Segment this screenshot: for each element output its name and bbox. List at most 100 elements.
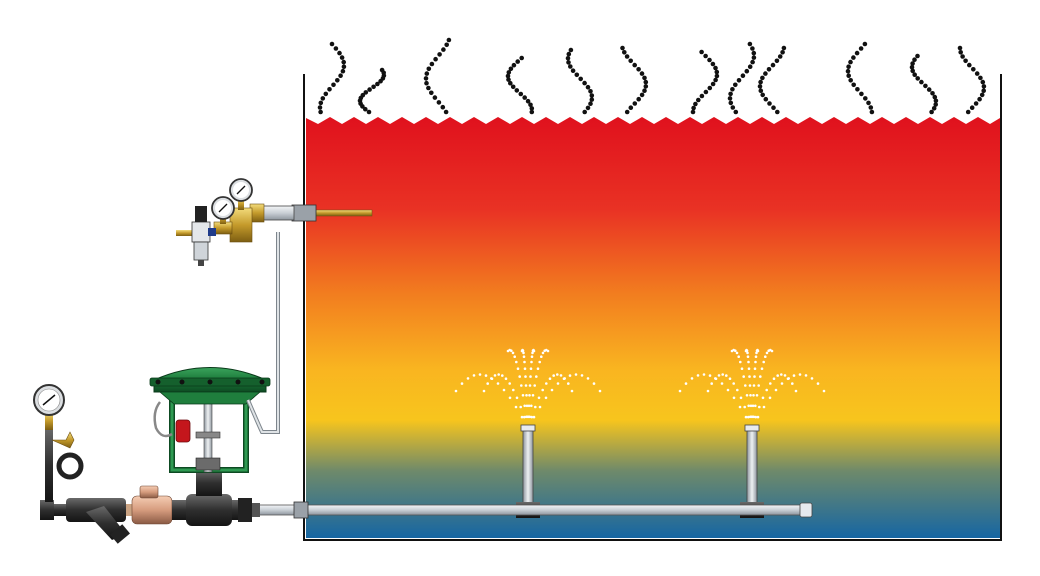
steam-dot	[341, 64, 347, 69]
steam-dot	[624, 54, 630, 59]
spray-dot	[744, 415, 748, 419]
steam-dot	[632, 62, 637, 68]
y-strainer	[66, 498, 130, 544]
spray-dot	[752, 384, 756, 387]
steam-dot	[780, 50, 785, 55]
steam-dot	[703, 89, 709, 95]
steam-dot	[333, 46, 339, 51]
spray-dot	[501, 374, 504, 377]
spray-dot	[754, 360, 757, 364]
steam-dot	[318, 100, 324, 106]
steam-dot	[578, 76, 583, 82]
spray-dot	[516, 367, 520, 371]
pipe-end-cap	[799, 502, 813, 518]
steam-dot	[751, 55, 757, 60]
steam-dot	[926, 87, 932, 92]
spray-dot	[562, 377, 566, 381]
spray-dot	[567, 382, 570, 385]
steam-dot	[750, 59, 755, 65]
steam-dot	[848, 59, 853, 65]
steam-dot	[624, 109, 630, 115]
control-valve-body	[186, 470, 232, 526]
temperature-probe	[315, 209, 373, 217]
steam-dot	[693, 101, 698, 107]
steam-dot	[642, 88, 647, 93]
spray-dot	[810, 377, 814, 380]
spray-dot	[746, 351, 749, 355]
spray-dot	[570, 389, 574, 393]
steam-dot	[642, 75, 647, 81]
spray-dot	[537, 396, 541, 400]
steam-dot	[588, 101, 593, 106]
spray-dot	[548, 377, 552, 381]
spray-dot	[732, 382, 735, 385]
spray-dot	[519, 405, 522, 409]
spray-dot	[528, 394, 531, 397]
spray-dot	[504, 377, 508, 381]
spray-dot	[466, 377, 470, 380]
pressure-gauge-icon	[229, 178, 253, 210]
steam-dot	[429, 90, 434, 96]
steam-dot	[636, 96, 641, 102]
pressure-gauge-icon	[211, 196, 235, 224]
steam-dot	[727, 96, 733, 101]
spray-dot	[755, 351, 758, 355]
steam-dot	[320, 96, 326, 101]
spray-dot	[752, 394, 755, 397]
steam-dot	[568, 64, 573, 69]
spray-dot	[721, 373, 724, 376]
spray-dot	[529, 375, 532, 378]
spray-dot	[528, 384, 532, 387]
steam-dot	[915, 76, 920, 81]
steam-dot	[974, 71, 980, 76]
steam-dot	[740, 73, 746, 78]
spray-dot	[792, 374, 796, 377]
steam-dot	[366, 109, 372, 115]
steam-dot	[707, 85, 713, 91]
steam-dot	[446, 37, 452, 43]
steam-dot	[933, 102, 938, 107]
spray-dot	[523, 367, 527, 371]
spray-dot	[545, 382, 548, 385]
spray-dot	[774, 388, 778, 392]
steam-dot	[771, 105, 776, 110]
spray-dot	[708, 374, 712, 377]
steam-dot	[441, 47, 446, 52]
steam-dot	[758, 88, 764, 93]
steam-dot	[858, 46, 864, 51]
steam-dot	[426, 85, 431, 91]
spray-dot	[520, 384, 523, 387]
spray-dot	[761, 396, 765, 400]
steam-dot	[506, 70, 512, 75]
spray-dot	[702, 373, 706, 376]
steam-dot	[566, 60, 571, 65]
spray-dot	[752, 415, 755, 419]
spray-dot	[506, 349, 510, 353]
spray-dot	[757, 384, 760, 387]
signal-air-tube	[153, 401, 173, 438]
steam-dot	[432, 95, 438, 100]
spray-dot	[720, 382, 724, 385]
steam-dot	[710, 61, 716, 67]
steam-dot	[713, 77, 718, 83]
steam-dot	[846, 64, 851, 69]
spray-dot	[739, 396, 743, 400]
steam-dot	[957, 45, 963, 51]
temperature-control-assembly	[176, 178, 373, 266]
spray-dot	[678, 389, 682, 393]
spray-dot	[508, 396, 512, 400]
spray-dot	[746, 355, 750, 359]
spray-dot	[460, 382, 464, 385]
steam-dot	[643, 79, 649, 85]
spray-dot	[541, 388, 544, 392]
steam-dot	[367, 87, 372, 92]
spray-dot	[484, 374, 488, 377]
steam-dot	[713, 65, 718, 71]
steam-dot	[763, 71, 768, 76]
steam-dot	[443, 109, 449, 115]
spray-dot	[486, 382, 490, 385]
steam-dot	[337, 50, 342, 56]
steam-dot	[963, 58, 968, 64]
steam-dot	[733, 109, 739, 115]
spray-dot	[531, 351, 534, 355]
